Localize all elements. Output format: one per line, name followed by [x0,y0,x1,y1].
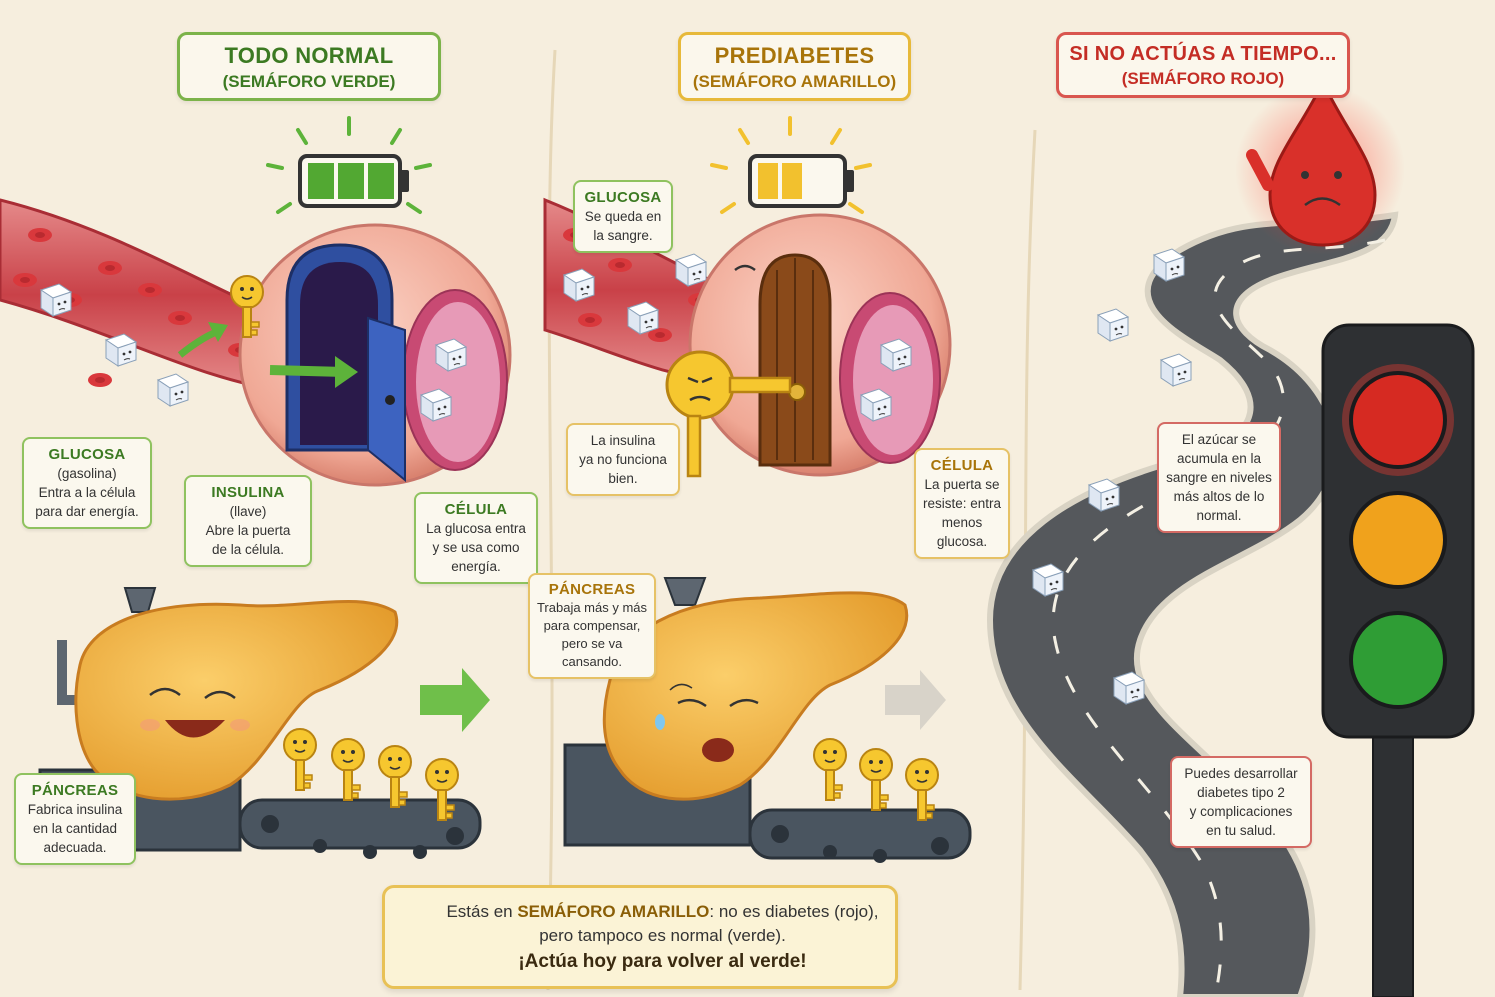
door-icon [285,243,406,483]
title-prediabetes: PREDIABETES [714,43,875,68]
battery-full-icon [266,116,432,214]
label-diabetes-rojo: Puedes desarrollar diabetes tipo 2 y com… [1170,756,1312,848]
warning-highlight: SEMÁFORO AMARILLO [517,902,710,921]
title-danger: SI NO ACTÚAS A TIEMPO... [1069,43,1337,65]
subtitle-danger: (SEMÁFORO ROJO) [1121,69,1285,88]
label-azucar-rojo: El azúcar se acumula en la sangre en niv… [1157,422,1281,533]
label-insulina-prediabetes: La insulina ya no funciona bien. [566,423,680,496]
key-icon [813,738,939,821]
label-celula-normal: CÉLULA La glucosa entra y se usa como en… [414,492,538,584]
warning-cta: ¡Actúa hoy para volver al verde! [518,951,807,972]
panel-title-normal: TODO NORMAL (SEMÁFORO VERDE) [177,32,441,101]
pancreas-icon [74,599,399,801]
arrow-icon [885,670,946,730]
arrow-icon [420,668,490,732]
battery-half-icon [710,116,872,214]
blood-drop-icon [1235,78,1405,255]
label-pancreas-normal: PÁNCREAS Fabrica insulina en la cantidad… [14,773,136,865]
subtitle-normal: (SEMÁFORO VERDE) [222,72,396,91]
door-icon [758,253,832,467]
key-icon [665,350,792,478]
traffic-light-icon [1321,323,1475,997]
label-celula-prediabetes: CÉLULA La puerta se resiste: entra menos… [914,448,1010,559]
label-glucosa-normal: GLUCOSA (gasolina) Entra a la célula par… [22,437,152,529]
panel-title-danger: SI NO ACTÚAS A TIEMPO... (SEMÁFORO ROJO) [1056,32,1350,98]
label-insulina-normal: INSULINA (llave) Abre la puerta de la cé… [184,475,312,567]
pancreas-icon [602,591,909,801]
subtitle-prediabetes: (SEMÁFORO AMARILLO) [692,72,897,91]
warning-text: Estás en SEMÁFORO AMARILLO: no es diabet… [440,900,885,974]
warning-banner: Estás en SEMÁFORO AMARILLO: no es diabet… [382,885,898,989]
panel-title-prediabetes: PREDIABETES (SEMÁFORO AMARILLO) [678,32,911,101]
title-normal: TODO NORMAL [224,43,394,68]
label-pancreas-prediabetes: PÁNCREAS Trabaja más y más para compensa… [528,573,656,679]
label-glucosa-prediabetes: GLUCOSA Se queda en la sangre. [573,180,673,253]
